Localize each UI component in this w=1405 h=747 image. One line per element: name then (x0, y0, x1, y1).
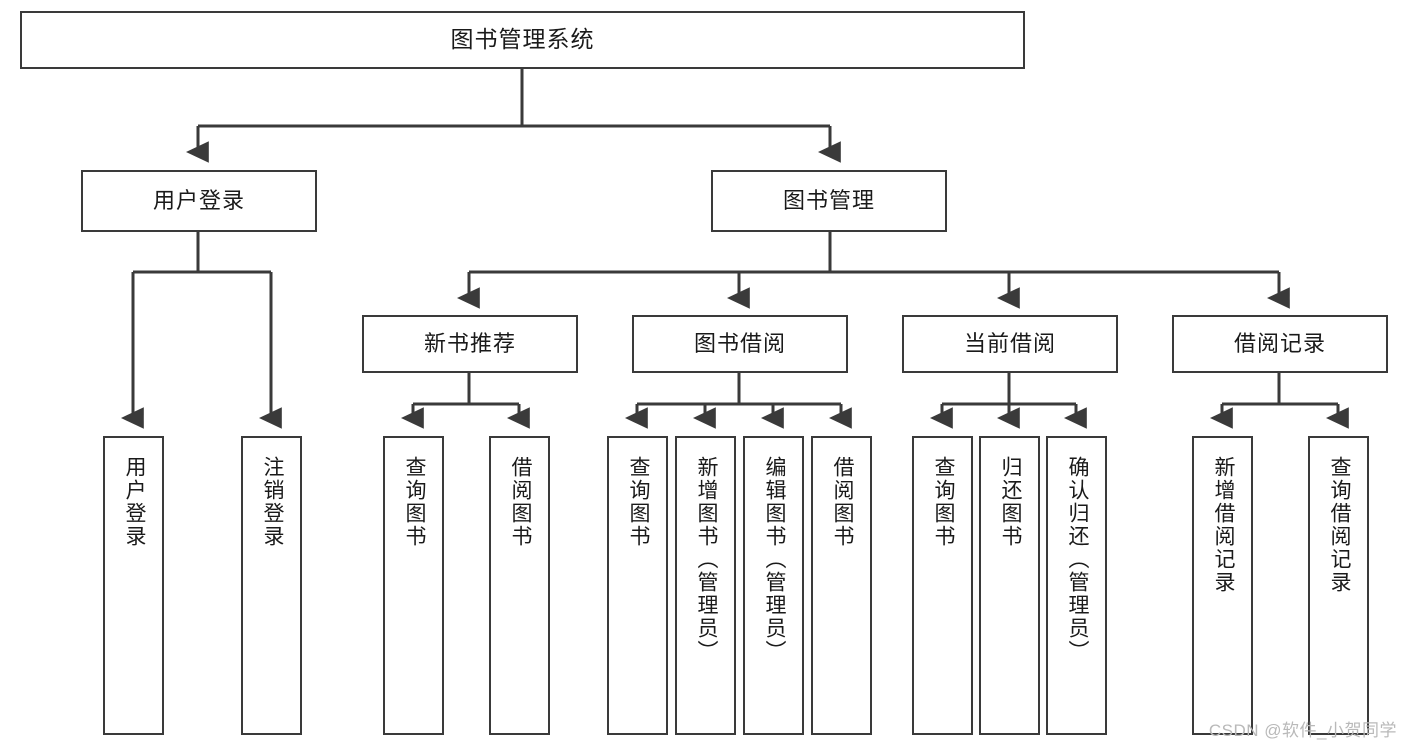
node-label: 确认归还（管理员） (1065, 456, 1089, 663)
node-leaf-add-book[interactable]: 新增图书（管理员） (675, 436, 736, 735)
node-leaf-user-login[interactable]: 用户登录 (103, 436, 164, 735)
node-label: 用户登录 (152, 187, 245, 213)
node-label: 当前借阅 (963, 330, 1056, 356)
node-label: 查询图书 (402, 456, 426, 548)
node-label: 图书借阅 (693, 330, 786, 356)
node-leaf-borrow-book[interactable]: 借阅图书 (811, 436, 872, 735)
node-label: 查询借阅记录 (1327, 456, 1351, 594)
node-label: 新书推荐 (423, 330, 516, 356)
node-label: 借阅记录 (1233, 330, 1326, 356)
node-borrow-record[interactable]: 借阅记录 (1172, 315, 1388, 373)
node-label: 归还图书 (998, 456, 1022, 548)
node-label: 新增借阅记录 (1211, 456, 1235, 594)
node-label: 查询图书 (626, 456, 650, 548)
node-label: 新增图书（管理员） (694, 456, 718, 663)
node-leaf-query-book-borrow[interactable]: 查询图书 (607, 436, 668, 735)
node-leaf-query-borrow-record[interactable]: 查询借阅记录 (1308, 436, 1369, 735)
node-book-borrow[interactable]: 图书借阅 (632, 315, 848, 373)
node-leaf-query-book-current[interactable]: 查询图书 (912, 436, 973, 735)
node-leaf-borrow-book-recommend[interactable]: 借阅图书 (489, 436, 550, 735)
node-new-book-recommend[interactable]: 新书推荐 (362, 315, 578, 373)
node-label: 注销登录 (260, 456, 284, 548)
node-book-management[interactable]: 图书管理 (711, 170, 947, 232)
node-label: 图书管理系统 (450, 26, 595, 53)
node-leaf-confirm-return[interactable]: 确认归还（管理员） (1046, 436, 1107, 735)
node-label: 用户登录 (122, 456, 146, 548)
node-leaf-query-book-recommend[interactable]: 查询图书 (383, 436, 444, 735)
node-leaf-logout-login[interactable]: 注销登录 (241, 436, 302, 735)
node-label: 查询图书 (931, 456, 955, 548)
node-label: 借阅图书 (830, 456, 854, 548)
node-user-login[interactable]: 用户登录 (81, 170, 317, 232)
node-leaf-return-book[interactable]: 归还图书 (979, 436, 1040, 735)
node-leaf-edit-book[interactable]: 编辑图书（管理员） (743, 436, 804, 735)
watermark: CSDN @软件_小贺同学 (1208, 721, 1397, 740)
node-label: 编辑图书（管理员） (762, 456, 786, 663)
node-current-borrow[interactable]: 当前借阅 (902, 315, 1118, 373)
node-root-book-management-system[interactable]: 图书管理系统 (20, 11, 1025, 69)
node-label: 图书管理 (782, 187, 875, 213)
node-leaf-add-borrow-record[interactable]: 新增借阅记录 (1192, 436, 1253, 735)
node-label: 借阅图书 (508, 456, 532, 548)
